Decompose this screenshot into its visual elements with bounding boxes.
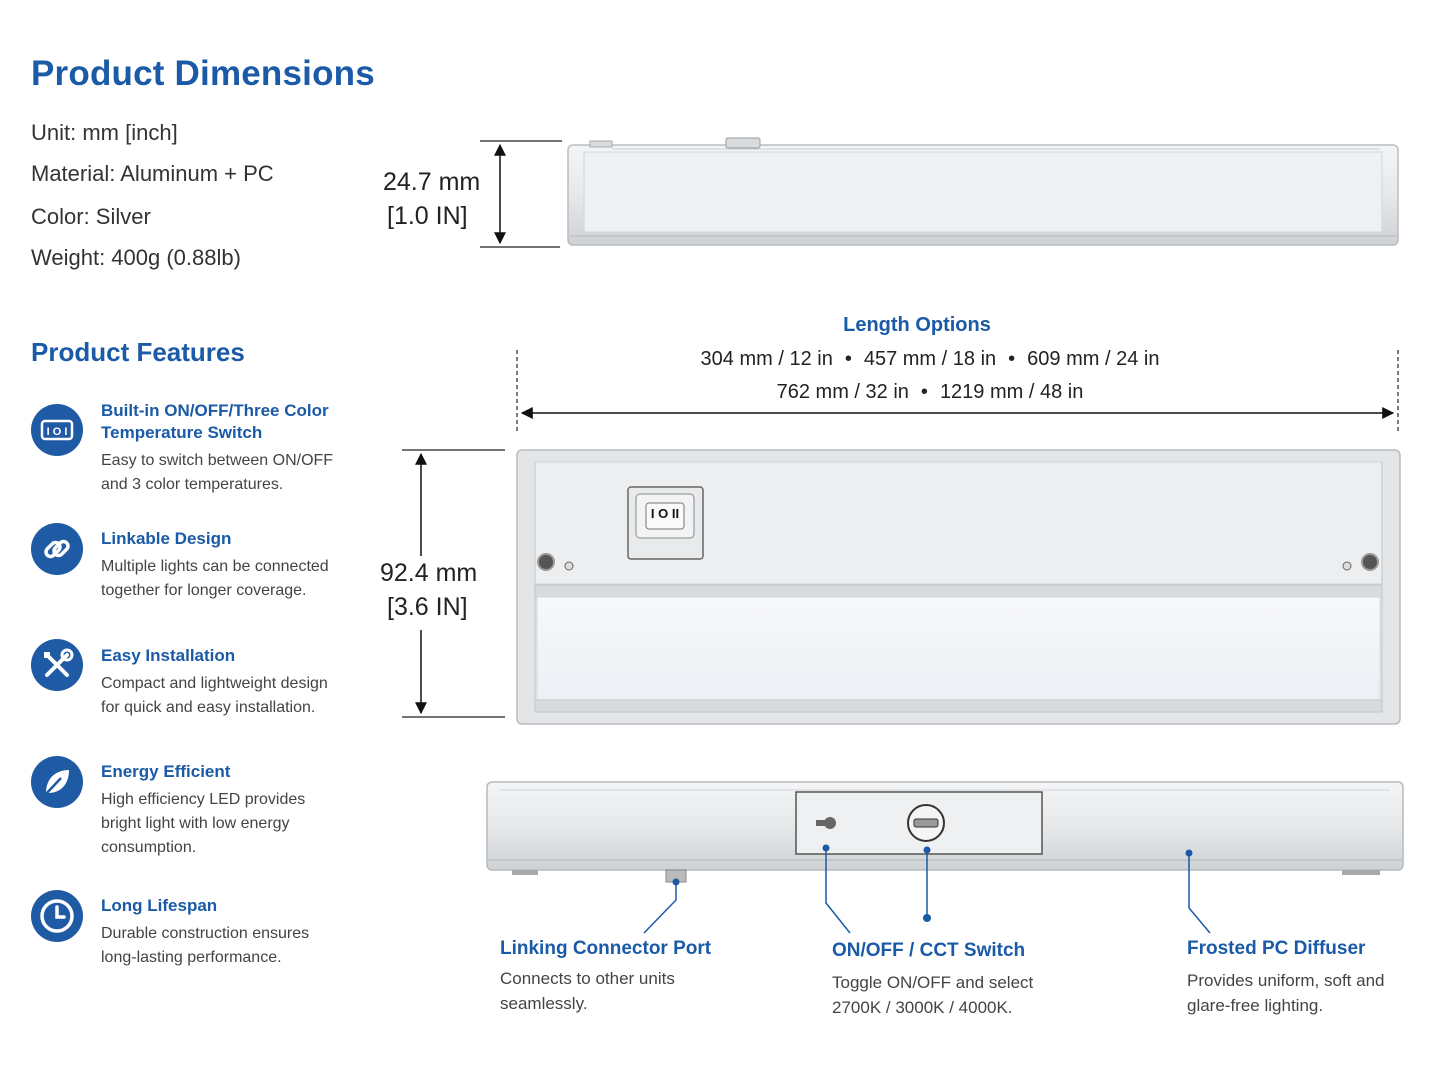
- spec-material: Material: Aluminum + PC: [31, 161, 274, 186]
- feature-title: Built-in ON/OFF/Three Color: [101, 401, 329, 420]
- feature-desc: together for longer coverage.: [101, 582, 307, 599]
- feature-item-switch: Built-in ON/OFF/Three Color Temperature …: [101, 400, 333, 497]
- callout-desc: glare-free lighting.: [1187, 996, 1324, 1015]
- callout-desc: 2700K / 3000K / 4000K.: [832, 998, 1013, 1017]
- bullet: •: [844, 348, 852, 370]
- callout-title: Linking Connector Port: [500, 938, 712, 959]
- callout-desc: Connects to other units: [500, 969, 675, 988]
- spec-weight: Weight: 400g (0.88lb): [31, 245, 241, 270]
- callout-linking-port: Linking Connector Port Connects to other…: [500, 938, 711, 1016]
- feature-desc: bright light with low energy: [101, 815, 290, 832]
- leaf-icon: [31, 756, 83, 808]
- length-options-title: Length Options: [843, 314, 991, 336]
- feature-item-installation: Easy Installation Compact and lightweigh…: [101, 645, 328, 720]
- feature-desc: Durable construction ensures: [101, 925, 310, 942]
- feature-item-lifespan: Long Lifespan Durable construction ensur…: [101, 895, 309, 970]
- clock-icon: [31, 890, 83, 942]
- length-option: 1219 mm / 48 in: [939, 381, 1084, 403]
- feature-desc: Compact and lightweight design: [101, 675, 328, 692]
- feature-item-energy: Energy Efficient High efficiency LED pro…: [101, 761, 305, 860]
- feature-desc: Easy to switch between ON/OFF: [101, 452, 334, 469]
- switch-icon: I O I: [31, 404, 83, 456]
- spec-unit: Unit: mm [inch]: [31, 120, 178, 145]
- callout-title: Frosted PC Diffuser: [1187, 938, 1366, 959]
- feature-title: Energy Efficient: [101, 762, 231, 781]
- spec-color: Color: Silver: [31, 204, 151, 229]
- bottom-view-drawing: [486, 781, 1404, 934]
- length-options-row-1: 304 mm / 12 in • 457 mm / 18 in • 609 mm / 2…: [640, 348, 1220, 371]
- feature-desc: long-lasting performance.: [101, 949, 282, 966]
- depth-inch: [3.6 IN]: [387, 593, 468, 621]
- front-view-drawing: [402, 449, 1401, 725]
- length-option: 304 mm / 12 in: [700, 348, 833, 370]
- feature-desc: consumption.: [101, 839, 197, 856]
- length-option: 457 mm / 18 in: [863, 348, 997, 370]
- feature-title: Linkable Design: [101, 529, 232, 548]
- switch-label: I O II: [650, 506, 680, 521]
- height-inch: [1.0 IN]: [387, 202, 468, 230]
- callout-switch: ON/OFF / CCT Switch Toggle ON/OFF and se…: [832, 940, 1033, 1020]
- feature-desc: High efficiency LED provides: [101, 791, 306, 808]
- height-dimension-label: 24.7 mm [1.0 IN]: [383, 165, 480, 233]
- feature-title: Long Lifespan: [101, 896, 218, 915]
- callout-desc: Provides uniform, soft and: [1187, 971, 1385, 990]
- length-option: 762 mm / 32 in: [776, 381, 909, 403]
- link-icon: [31, 523, 83, 575]
- callout-title: ON/OFF / CCT Switch: [832, 940, 1026, 961]
- length-options-row-2: 762 mm / 32 in • 1219 mm / 48 in: [640, 381, 1220, 404]
- height-mm: 24.7 mm: [383, 168, 481, 196]
- callout-desc: Toggle ON/OFF and select: [832, 973, 1034, 992]
- bullet: •: [1008, 348, 1016, 370]
- depth-mm: 92.4 mm: [380, 559, 478, 587]
- feature-title: Temperature Switch: [101, 423, 263, 442]
- length-option: 609 mm / 24 in: [1027, 348, 1160, 370]
- bullet: •: [920, 381, 928, 403]
- length-dimension: [516, 350, 1399, 432]
- depth-dimension-label: 92.4 mm [3.6 IN]: [380, 556, 477, 624]
- callout-desc: seamlessly.: [500, 994, 588, 1013]
- callout-diffuser: Frosted PC Diffuser Provides uniform, so…: [1187, 938, 1384, 1018]
- tools-icon: [31, 639, 83, 691]
- feature-desc: and 3 color temperatures.: [101, 476, 284, 493]
- features-title: Product Features: [31, 337, 245, 367]
- svg-text:I O I: I O I: [47, 426, 68, 438]
- feature-title: Easy Installation: [101, 646, 236, 665]
- feature-desc: Multiple lights can be connected: [101, 558, 329, 575]
- height-view-drawing: [480, 137, 1399, 248]
- dimensions-title: Product Dimensions: [31, 54, 375, 93]
- feature-desc: for quick and easy installation.: [101, 699, 316, 716]
- feature-item-linkable: Linkable Design Multiple lights can be c…: [101, 528, 329, 603]
